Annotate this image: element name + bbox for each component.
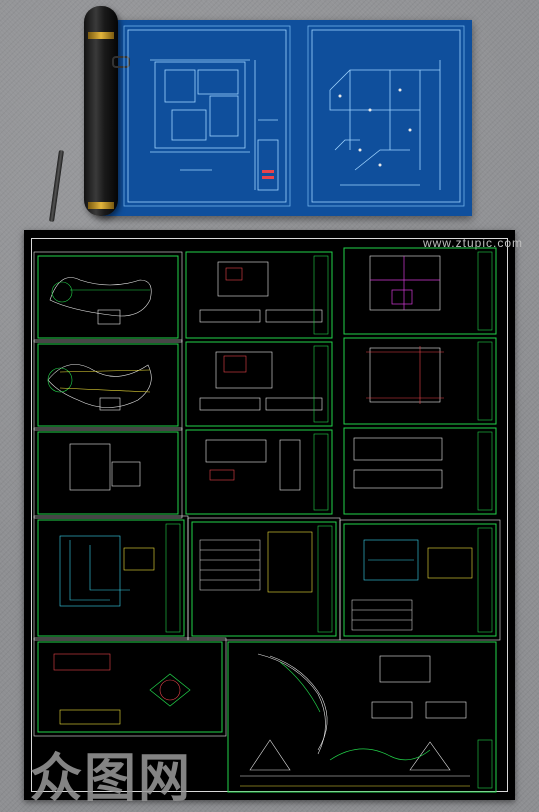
binder-clip-icon [112, 56, 130, 68]
site-logo: 众图网 [30, 750, 193, 808]
rolled-drawing-tube-icon [84, 6, 118, 216]
watermark-text: www.ztupic.com [422, 236, 523, 250]
cad-drawing-board [24, 230, 515, 800]
